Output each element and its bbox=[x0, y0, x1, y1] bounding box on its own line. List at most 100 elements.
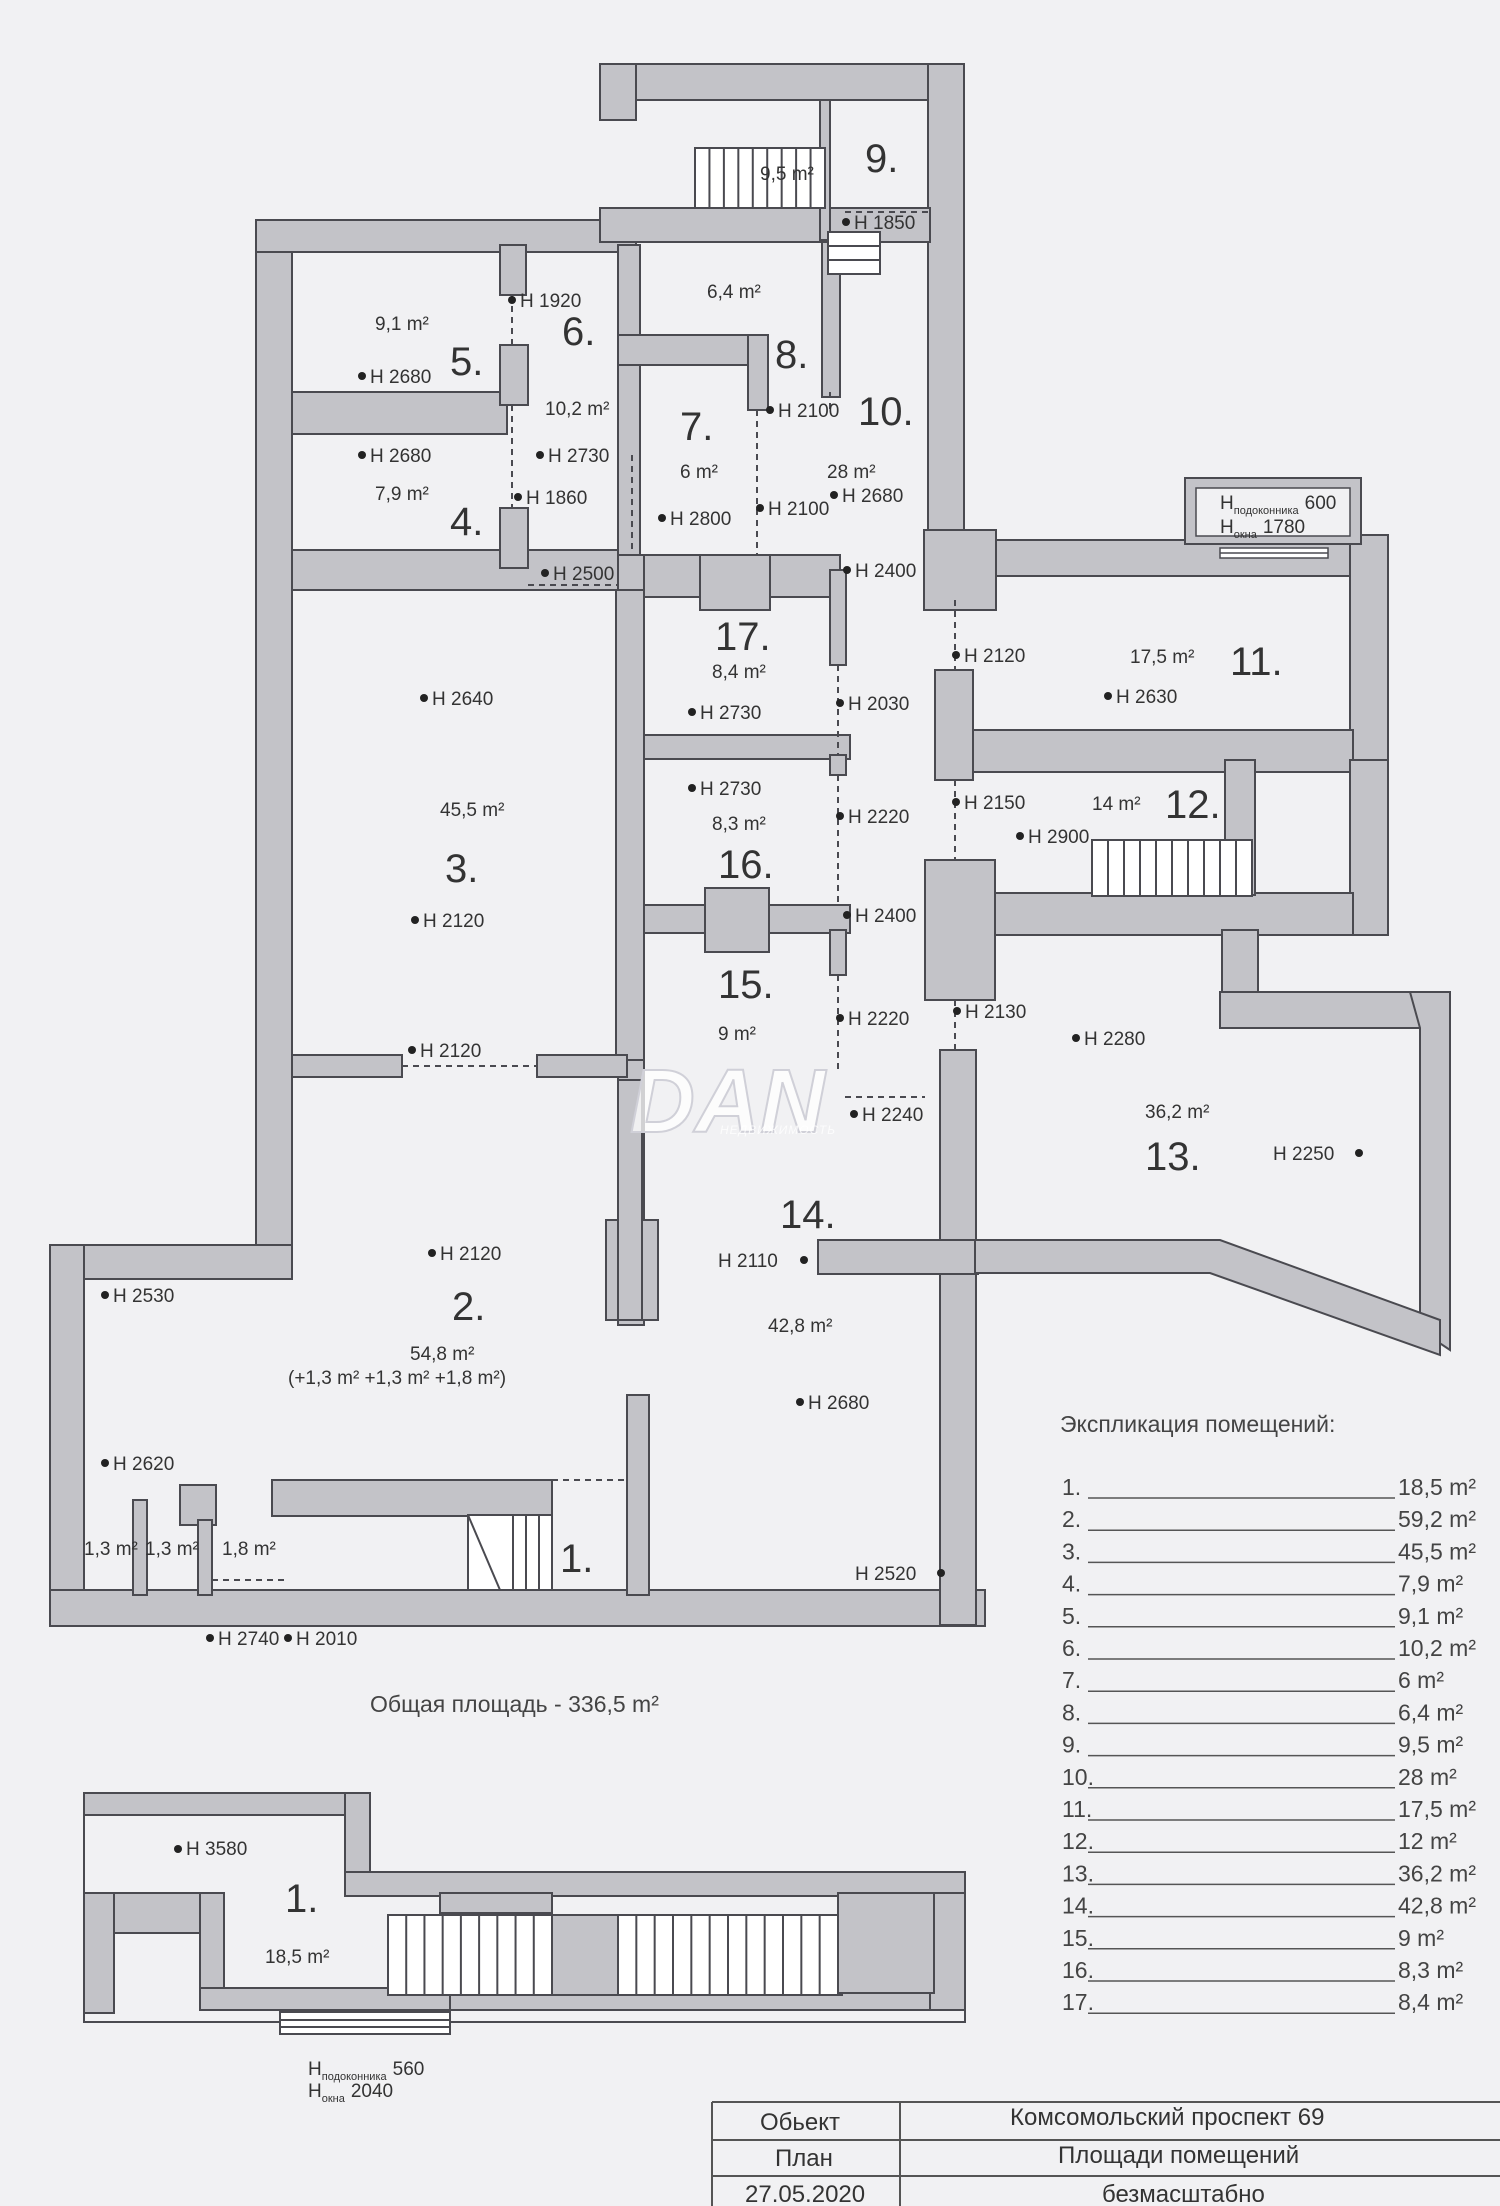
explication-list: 1.18,5 m²2.59,2 m²3.45,5 m²4.7,9 m²5.9,1… bbox=[1062, 1474, 1476, 2015]
explication-value: 10,2 m² bbox=[1398, 1635, 1476, 1661]
explication-number: 9. bbox=[1062, 1732, 1081, 1758]
explication-number: 11. bbox=[1062, 1796, 1092, 1822]
explication-value: 9,1 m² bbox=[1398, 1603, 1464, 1629]
height-dot bbox=[850, 1110, 858, 1118]
room-number-3: 3. bbox=[445, 847, 478, 891]
height-label: H 2740 bbox=[218, 1629, 279, 1650]
room-17-area: 8,4 m² bbox=[712, 662, 766, 683]
explication-number: 4. bbox=[1062, 1571, 1081, 1597]
height-dot bbox=[756, 504, 764, 512]
room-5-area: 9,1 m² bbox=[375, 314, 429, 335]
small-area-1: 1,3 m² bbox=[84, 1539, 138, 1560]
lower-height: H 3580 bbox=[186, 1839, 247, 1860]
height-dot bbox=[836, 699, 844, 707]
room-7-area: 6 m² bbox=[680, 462, 718, 483]
room-4-area: 7,9 m² bbox=[375, 484, 429, 505]
room-number-15: 15. bbox=[718, 963, 774, 1007]
room-number-17: 17. bbox=[715, 615, 771, 659]
explication-value: 6 m² bbox=[1398, 1667, 1444, 1693]
height-label: H 1860 bbox=[526, 488, 587, 509]
object-label: Обьект bbox=[760, 2109, 840, 2136]
room-6-area: 10,2 m² bbox=[545, 399, 609, 420]
explication-value: 45,5 m² bbox=[1398, 1538, 1476, 1564]
height-dot bbox=[420, 694, 428, 702]
room-number-9: 9. bbox=[865, 137, 898, 181]
height-label: H 2680 bbox=[370, 446, 431, 467]
explication-value: 9,5 m² bbox=[1398, 1732, 1464, 1758]
height-dot bbox=[1104, 692, 1112, 700]
room-number-16: 16. bbox=[718, 843, 774, 887]
room-number-10: 10. bbox=[858, 390, 914, 434]
height-label: H 2120 bbox=[423, 911, 484, 932]
height-label: H 2220 bbox=[848, 1009, 909, 1030]
room-16-area: 8,3 m² bbox=[712, 814, 766, 835]
height-label: H 2150 bbox=[964, 793, 1025, 814]
height-label: H 2730 bbox=[700, 703, 761, 724]
height-dot bbox=[358, 372, 366, 380]
lower-height-dot bbox=[174, 1845, 182, 1853]
scale: безмасштабно bbox=[1102, 2181, 1265, 2206]
explication-title: Экспликация помещений: bbox=[1060, 1411, 1335, 1437]
height-dot bbox=[843, 911, 851, 919]
height-label: H 2640 bbox=[432, 689, 493, 710]
room-9-area: 9,5 m² bbox=[760, 164, 814, 185]
height-label: H 2280 bbox=[1084, 1029, 1145, 1050]
height-label: H 2130 bbox=[965, 1002, 1026, 1023]
height-dot bbox=[800, 1256, 808, 1264]
explication-value: 6,4 m² bbox=[1398, 1699, 1464, 1725]
height-label: H 2100 bbox=[778, 401, 839, 422]
height-dot bbox=[428, 1249, 436, 1257]
explication-value: 9 m² bbox=[1398, 1925, 1444, 1951]
height-dot bbox=[284, 1634, 292, 1642]
height-label: H 2120 bbox=[964, 646, 1025, 667]
height-dot bbox=[408, 1046, 416, 1054]
height-dot bbox=[952, 798, 960, 806]
height-dot bbox=[830, 491, 838, 499]
height-dot bbox=[411, 916, 419, 924]
explication-value: 7,9 m² bbox=[1398, 1571, 1464, 1597]
room-12-area: 14 m² bbox=[1092, 794, 1141, 815]
height-label: H 2500 bbox=[553, 564, 614, 585]
height-dot bbox=[358, 451, 366, 459]
explication-number: 10. bbox=[1062, 1764, 1094, 1790]
height-dot bbox=[937, 1569, 945, 1577]
height-label: H 1850 bbox=[854, 213, 915, 234]
height-label: H 2120 bbox=[440, 1244, 501, 1265]
total-area: Общая площадь - 336,5 m² bbox=[370, 1691, 659, 1717]
height-label: H 2520 bbox=[855, 1564, 916, 1585]
height-label: H 2220 bbox=[848, 807, 909, 828]
explication-number: 14. bbox=[1062, 1893, 1094, 1919]
height-label: H 2030 bbox=[848, 694, 909, 715]
room-number-2: 2. bbox=[452, 1285, 485, 1329]
room-number-7: 7. bbox=[680, 405, 713, 449]
room-2-area-extra: (+1,3 m² +1,3 m² +1,8 m²) bbox=[288, 1368, 506, 1389]
explication-number: 17. bbox=[1062, 1989, 1094, 2015]
watermark-sub: НЕДВИЖИМОСТЬ bbox=[720, 1123, 836, 1137]
height-label: H 2900 bbox=[1028, 827, 1089, 848]
height-dot bbox=[843, 566, 851, 574]
explication-number: 12. bbox=[1062, 1828, 1094, 1854]
height-dot bbox=[206, 1634, 214, 1642]
explication-value: 12 m² bbox=[1398, 1828, 1457, 1854]
explication-value: 59,2 m² bbox=[1398, 1506, 1476, 1532]
height-label: H 2530 bbox=[113, 1286, 174, 1307]
title-block bbox=[711, 2101, 1500, 2206]
height-label: H 2120 bbox=[420, 1041, 481, 1062]
explication-value: 18,5 m² bbox=[1398, 1474, 1476, 1500]
height-label: H 2110 bbox=[718, 1251, 778, 1272]
height-label: H 2010 bbox=[296, 1629, 357, 1650]
plan-label: План bbox=[775, 2145, 833, 2172]
explication-number: 13. bbox=[1062, 1860, 1094, 1886]
explication-value: 8,3 m² bbox=[1398, 1957, 1464, 1983]
room-14-area: 42,8 m² bbox=[768, 1316, 832, 1337]
explication-number: 16. bbox=[1062, 1957, 1094, 1983]
room-number-5: 5. bbox=[450, 340, 483, 384]
height-dot bbox=[1016, 832, 1024, 840]
height-label: H 2800 bbox=[670, 509, 731, 530]
room-3-area: 45,5 m² bbox=[440, 800, 504, 821]
